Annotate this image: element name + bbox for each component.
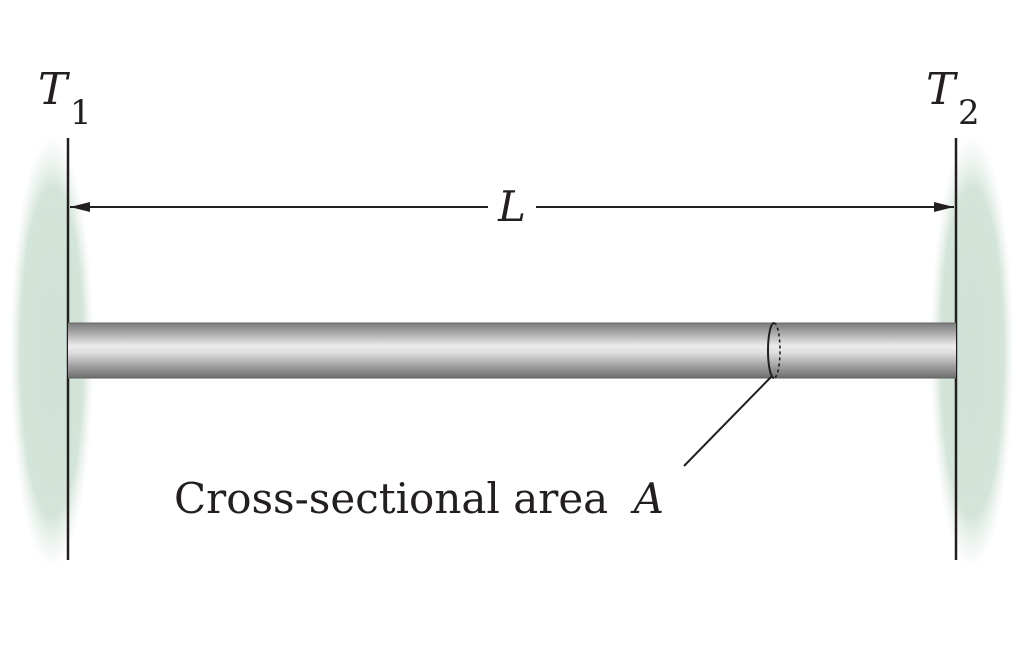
rod xyxy=(68,322,956,379)
cross-section-label: Cross-sectional area A xyxy=(174,474,664,523)
cross-section-front xyxy=(767,322,775,379)
length-dimension: L xyxy=(70,182,954,231)
cross-section-label-text: Cross-sectional area xyxy=(174,474,608,523)
rod-body xyxy=(68,323,956,378)
length-label: L xyxy=(497,182,526,231)
right-temp-symbol: T xyxy=(926,64,959,115)
left-temp-subscript: 1 xyxy=(70,93,92,133)
cross-section-marker xyxy=(767,322,781,379)
left-wall-fill xyxy=(10,134,94,570)
right-wall-fill xyxy=(930,134,1014,570)
right-temp-subscript: 2 xyxy=(958,93,980,133)
left-temp-symbol: T xyxy=(38,64,71,115)
cross-section-symbol: A xyxy=(630,474,664,523)
cross-section-leader xyxy=(683,375,773,467)
cross-section-back xyxy=(773,322,781,379)
